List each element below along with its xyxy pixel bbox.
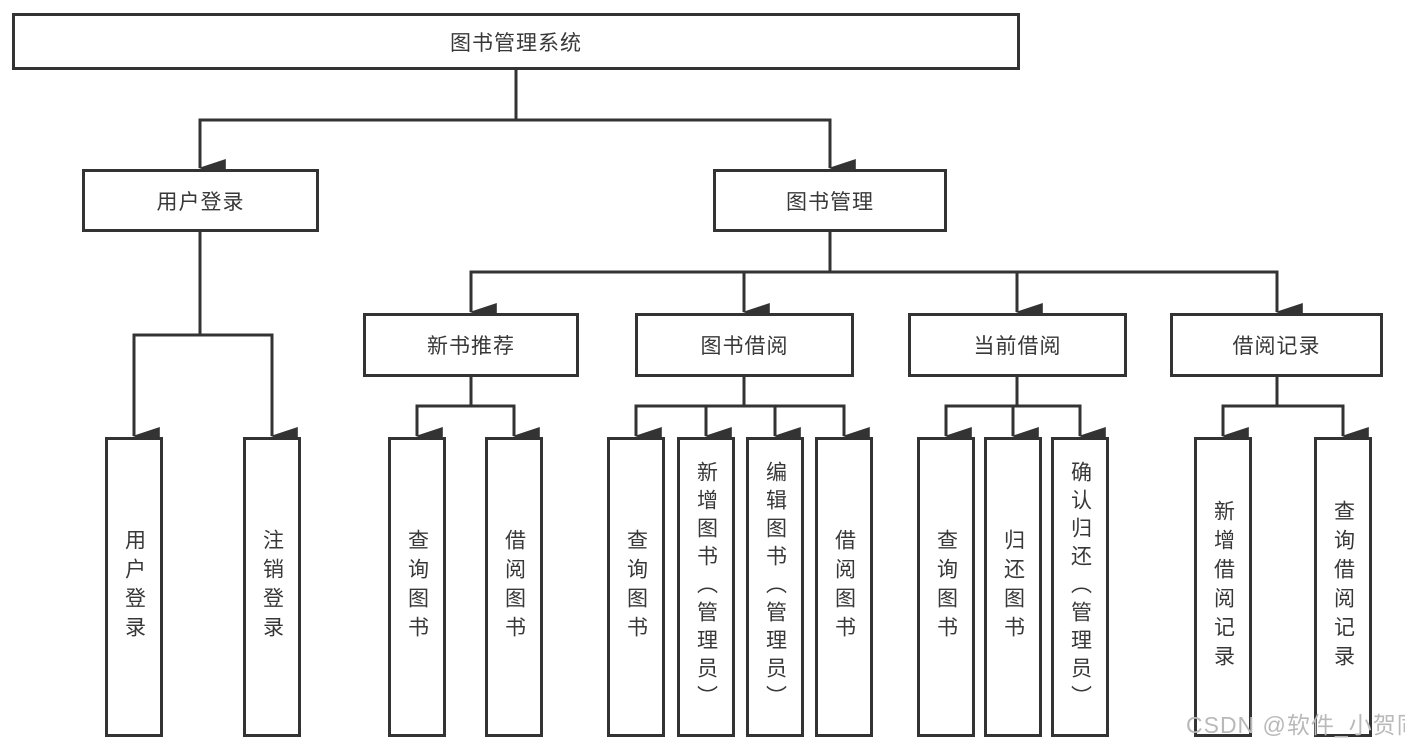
leaf-cb-confirm-return-admin: 确认归还（管理员） [1051, 437, 1109, 737]
leaf-rec-borrow-book: 借阅图书 [485, 437, 543, 737]
leaf-cb-query-book: 查询图书 [917, 437, 975, 737]
node-borrow-records: 借阅记录 [1170, 313, 1383, 377]
leaf-br-query-record: 查询借阅记录 [1314, 437, 1372, 737]
leaf-br-add-record: 新增借阅记录 [1194, 437, 1252, 737]
leaf-bb-add-book-admin: 新增图书（管理员） [677, 437, 735, 737]
node-root: 图书管理系统 [12, 13, 1020, 70]
node-current-borrow: 当前借阅 [908, 313, 1127, 377]
node-new-book-recommend: 新书推荐 [363, 313, 579, 377]
leaf-bb-borrow-book: 借阅图书 [815, 437, 873, 737]
leaf-user-login: 用户登录 [105, 437, 163, 737]
node-user-login: 用户登录 [82, 169, 319, 232]
node-book-management: 图书管理 [713, 169, 947, 232]
node-book-borrow: 图书借阅 [635, 313, 854, 377]
leaf-bb-query-book: 查询图书 [607, 437, 665, 737]
leaf-bb-edit-book-admin: 编辑图书（管理员） [746, 437, 804, 737]
watermark-text: CSDN @软件_小贺同学 [1186, 712, 1405, 738]
leaf-logout: 注销登录 [243, 437, 301, 737]
leaf-rec-query-book: 查询图书 [388, 437, 446, 737]
leaf-cb-return-book: 归还图书 [984, 437, 1042, 737]
